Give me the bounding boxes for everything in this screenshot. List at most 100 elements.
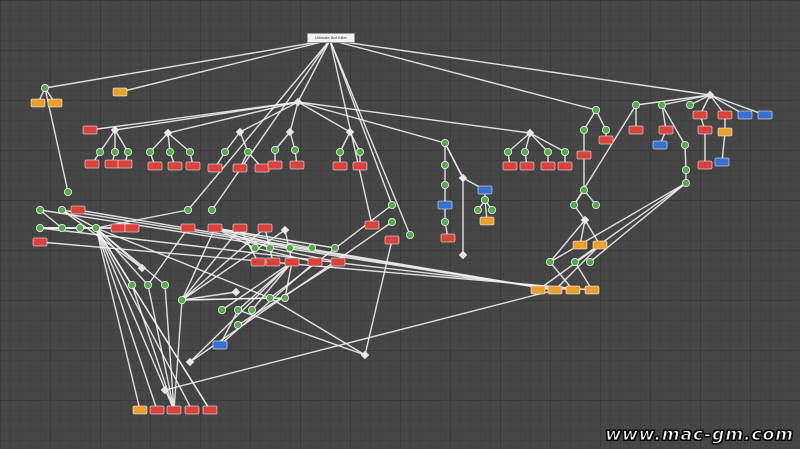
condition-node[interactable] bbox=[632, 101, 641, 110]
service-node[interactable] bbox=[714, 157, 730, 167]
task-node[interactable] bbox=[717, 127, 733, 137]
action-node[interactable] bbox=[207, 223, 223, 233]
selector-node[interactable] bbox=[110, 125, 120, 135]
selector-node[interactable] bbox=[458, 250, 468, 260]
condition-node[interactable] bbox=[76, 223, 85, 232]
action-node[interactable] bbox=[147, 161, 163, 171]
condition-node[interactable] bbox=[183, 205, 192, 214]
condition-node[interactable] bbox=[658, 101, 667, 110]
selector-node[interactable] bbox=[345, 127, 355, 137]
condition-node[interactable] bbox=[290, 145, 299, 154]
condition-node[interactable] bbox=[165, 147, 174, 156]
condition-node[interactable] bbox=[207, 205, 216, 214]
task-node[interactable] bbox=[30, 98, 46, 108]
service-node[interactable] bbox=[737, 110, 753, 120]
action-node[interactable] bbox=[330, 257, 346, 267]
service-node[interactable] bbox=[477, 185, 493, 195]
condition-node[interactable] bbox=[247, 305, 256, 314]
action-node[interactable] bbox=[232, 163, 248, 173]
action-node[interactable] bbox=[697, 160, 713, 170]
selector-node[interactable] bbox=[137, 263, 147, 273]
service-node[interactable] bbox=[652, 140, 668, 150]
action-node[interactable] bbox=[149, 405, 165, 415]
condition-node[interactable] bbox=[355, 147, 364, 156]
action-node[interactable] bbox=[628, 125, 644, 135]
action-node[interactable] bbox=[440, 233, 456, 243]
condition-node[interactable] bbox=[561, 147, 570, 156]
condition-node[interactable] bbox=[220, 147, 229, 156]
condition-node[interactable] bbox=[124, 147, 133, 156]
task-node[interactable] bbox=[530, 285, 546, 295]
condition-node[interactable] bbox=[111, 147, 120, 156]
condition-node[interactable] bbox=[521, 147, 530, 156]
condition-node[interactable] bbox=[243, 147, 252, 156]
condition-node[interactable] bbox=[440, 160, 449, 169]
condition-node[interactable] bbox=[58, 205, 67, 214]
condition-node[interactable] bbox=[480, 195, 489, 204]
action-node[interactable] bbox=[124, 223, 140, 233]
action-node[interactable] bbox=[202, 405, 218, 415]
action-node[interactable] bbox=[110, 223, 126, 233]
condition-node[interactable] bbox=[185, 147, 194, 156]
action-node[interactable] bbox=[289, 160, 305, 170]
condition-node[interactable] bbox=[265, 293, 274, 302]
condition-node[interactable] bbox=[387, 217, 396, 226]
action-node[interactable] bbox=[384, 235, 400, 245]
condition-node[interactable] bbox=[233, 320, 242, 329]
condition-node[interactable] bbox=[145, 147, 154, 156]
selector-node[interactable] bbox=[231, 287, 241, 297]
condition-node[interactable] bbox=[92, 223, 101, 232]
selector-node[interactable] bbox=[360, 350, 370, 360]
action-node[interactable] bbox=[265, 257, 281, 267]
task-node[interactable] bbox=[565, 285, 581, 295]
service-node[interactable] bbox=[212, 340, 228, 350]
condition-node[interactable] bbox=[602, 126, 611, 135]
task-node[interactable] bbox=[592, 240, 608, 250]
task-node[interactable] bbox=[132, 405, 148, 415]
action-node[interactable] bbox=[232, 223, 248, 233]
action-node[interactable] bbox=[697, 125, 713, 135]
action-node[interactable] bbox=[307, 257, 323, 267]
action-node[interactable] bbox=[180, 223, 196, 233]
action-node[interactable] bbox=[598, 135, 614, 145]
task-node[interactable] bbox=[584, 285, 600, 295]
action-node[interactable] bbox=[84, 159, 100, 169]
condition-node[interactable] bbox=[440, 217, 449, 226]
condition-node[interactable] bbox=[592, 200, 601, 209]
condition-node[interactable] bbox=[592, 106, 601, 115]
condition-node[interactable] bbox=[233, 305, 242, 314]
action-node[interactable] bbox=[267, 160, 283, 170]
selector-node[interactable] bbox=[235, 127, 245, 137]
selector-node[interactable] bbox=[160, 385, 170, 395]
condition-node[interactable] bbox=[250, 243, 259, 252]
condition-node[interactable] bbox=[546, 257, 555, 266]
action-node[interactable] bbox=[185, 161, 201, 171]
condition-node[interactable] bbox=[217, 305, 226, 314]
condition-node[interactable] bbox=[143, 280, 152, 289]
condition-node[interactable] bbox=[177, 295, 186, 304]
action-node[interactable] bbox=[519, 161, 535, 171]
selector-node[interactable] bbox=[293, 97, 303, 107]
condition-node[interactable] bbox=[682, 178, 691, 187]
condition-node[interactable] bbox=[503, 147, 512, 156]
condition-node[interactable] bbox=[440, 180, 449, 189]
action-node[interactable] bbox=[576, 150, 592, 160]
condition-node[interactable] bbox=[36, 223, 45, 232]
service-node[interactable] bbox=[437, 200, 453, 210]
condition-node[interactable] bbox=[335, 147, 344, 156]
condition-node[interactable] bbox=[41, 84, 50, 93]
condition-node[interactable] bbox=[280, 293, 289, 302]
action-node[interactable] bbox=[70, 205, 86, 215]
condition-node[interactable] bbox=[270, 145, 279, 154]
task-node[interactable] bbox=[112, 87, 128, 97]
condition-node[interactable] bbox=[265, 243, 274, 252]
action-node[interactable] bbox=[207, 163, 223, 173]
action-node[interactable] bbox=[332, 161, 348, 171]
action-node[interactable] bbox=[254, 163, 270, 173]
condition-node[interactable] bbox=[570, 200, 579, 209]
action-node[interactable] bbox=[32, 237, 48, 247]
condition-node[interactable] bbox=[285, 243, 294, 252]
condition-node[interactable] bbox=[571, 257, 580, 266]
action-node[interactable] bbox=[184, 405, 200, 415]
selector-node[interactable] bbox=[185, 357, 195, 367]
